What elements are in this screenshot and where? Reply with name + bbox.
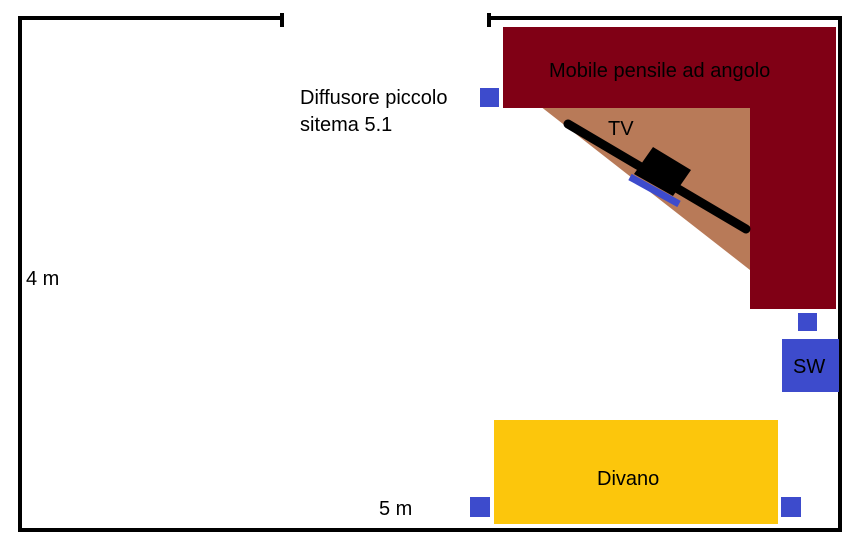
speaker-rear-right <box>781 497 801 517</box>
tv <box>563 119 751 234</box>
subwoofer <box>782 339 839 392</box>
sofa <box>494 420 778 524</box>
wall-outline <box>18 16 842 532</box>
speaker-label-line1: Diffusore piccolo <box>300 87 447 109</box>
speaker-rear-left <box>470 497 490 517</box>
tv-label: TV <box>608 118 634 140</box>
corner-wall-cabinet <box>503 27 836 309</box>
cabinet-label: Mobile pensile ad angolo <box>549 60 770 82</box>
sofa-label: Divano <box>597 468 659 490</box>
tv-body <box>634 147 691 196</box>
tv-stand <box>628 173 681 208</box>
subwoofer-label: SW <box>793 356 825 378</box>
room-walls <box>18 13 842 532</box>
speaker-label-line2: sitema 5.1 <box>300 114 392 136</box>
speaker-front-right <box>798 313 817 331</box>
room-height-label: 4 m <box>26 268 59 290</box>
room-width-label: 5 m <box>379 498 412 520</box>
speaker-front-left <box>480 88 499 107</box>
